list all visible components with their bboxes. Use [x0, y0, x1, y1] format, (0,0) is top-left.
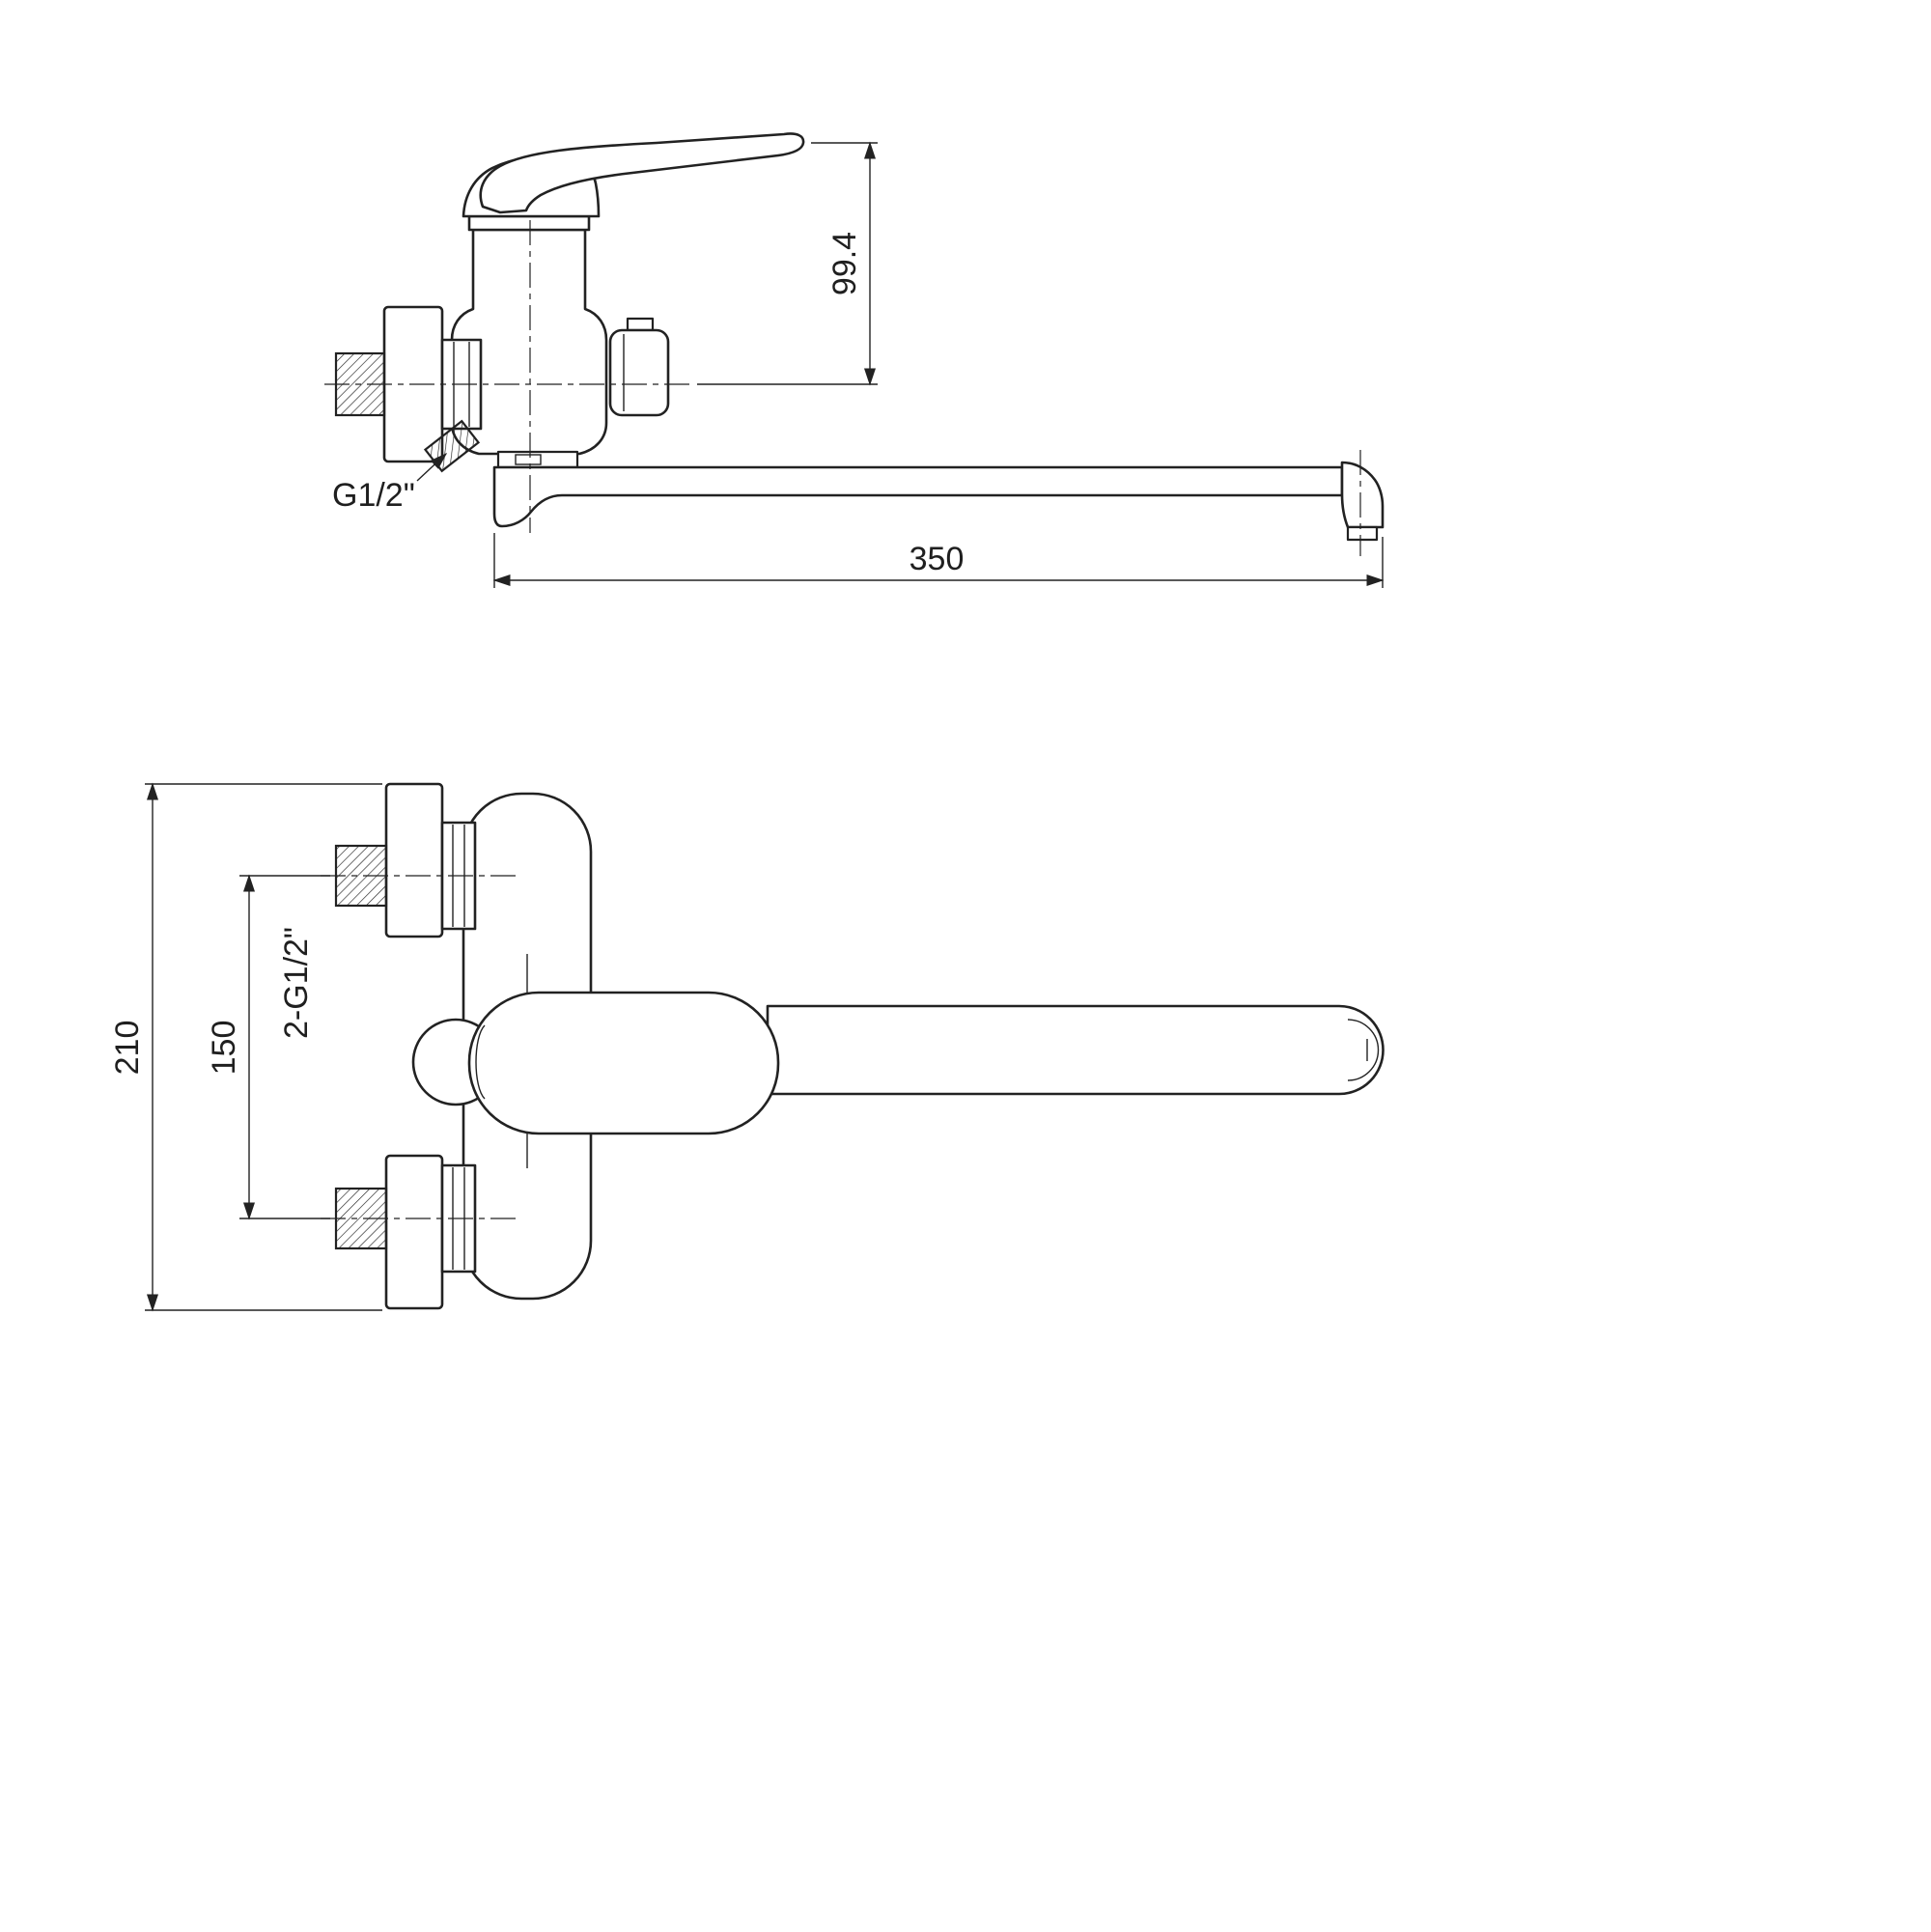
faucet-body-side	[450, 228, 608, 456]
dimension-length: 350	[492, 533, 1385, 588]
dimension-height: 99.4	[697, 141, 878, 386]
spout-front	[766, 1004, 1385, 1096]
spout-rim-front	[1347, 1019, 1380, 1081]
thread-callout-side: G1/2"	[332, 452, 448, 514]
spout-end-cap-side	[1340, 461, 1385, 529]
handle-front	[467, 991, 780, 1135]
spout-flange-notch	[515, 454, 542, 465]
side-view: 99.4 350 G1/2"	[324, 132, 1385, 588]
thread-label-side: G1/2"	[332, 477, 415, 514]
wall-flange-top	[384, 782, 444, 938]
body-collar	[467, 214, 591, 232]
spout-side	[492, 465, 1344, 528]
dim-port-spacing-label: 150	[206, 1021, 242, 1076]
dim-total-height-label: 210	[109, 1021, 146, 1076]
thread-label-front: 2-G1/2"	[278, 927, 315, 1039]
right-stub-tab	[626, 317, 655, 332]
bottom-port	[334, 1154, 477, 1310]
dimension-total-height: 210	[109, 782, 382, 1312]
wall-flange-bottom	[384, 1154, 444, 1310]
right-stub-cap	[608, 328, 670, 417]
front-view: 210 150 2-G1/2"	[109, 782, 1385, 1312]
handle-inner-arc	[475, 1024, 486, 1100]
dim-height-label: 99.4	[826, 232, 863, 295]
dim-length-label: 350	[910, 541, 965, 577]
top-port	[334, 782, 477, 938]
dimension-port-spacing: 150	[206, 874, 330, 1220]
spout-aerator-side	[1346, 525, 1379, 542]
handle-lever-side	[479, 132, 805, 214]
